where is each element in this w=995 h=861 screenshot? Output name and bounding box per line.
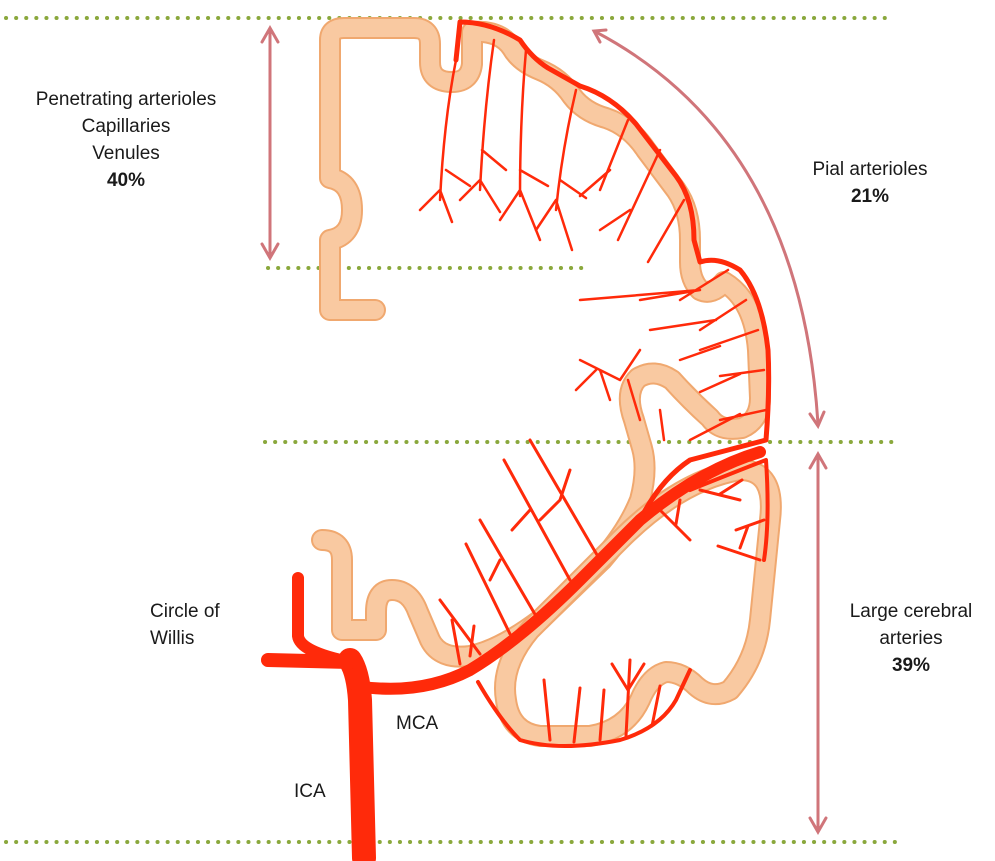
cortex-outline-fill [322, 28, 760, 657]
cortex-outline-edge [322, 28, 760, 657]
penetrating-label: Penetrating arterioles Capillaries Venul… [6, 86, 246, 194]
penetrating-arteriole [504, 460, 570, 580]
penetrating-arteriole [660, 410, 664, 440]
circle-of-willis-label: Circle of Willis [150, 598, 258, 652]
pial-label: Pial arterioles 21% [770, 156, 970, 210]
large-cerebral-label: Large cerebral arteries 39% [826, 598, 995, 679]
circle-of-willis-line1: Circle of [150, 598, 258, 625]
penetrating-label-line2: Capillaries [6, 113, 246, 140]
circle-of-willis-line2: Willis [150, 625, 258, 652]
mca-label: MCA [396, 710, 456, 737]
large-cerebral-line2: arteries [826, 625, 995, 652]
left-branch [268, 660, 350, 662]
cortex-band [322, 28, 771, 736]
double-headed-vertical-arrow-bottom [810, 454, 826, 832]
double-headed-vertical-arrow-top [262, 28, 278, 258]
penetrating-label-line3: Venules [6, 140, 246, 167]
ica-label: ICA [294, 778, 344, 805]
penetrating-label-line1: Penetrating arterioles [6, 86, 246, 113]
penetrating-percent: 40% [6, 167, 246, 194]
pial-right-side [456, 22, 769, 520]
penetrating-arteriole [648, 200, 684, 262]
pial-label-line1: Pial arterioles [770, 156, 970, 183]
large-cerebral-percent: 39% [826, 652, 995, 679]
penetrating-arteriole [680, 330, 758, 360]
penetrating-arteriole [480, 520, 536, 616]
large-cerebral-line1: Large cerebral [826, 598, 995, 625]
penetrating-arteriole [530, 440, 600, 560]
pial-percent: 21% [770, 183, 970, 210]
penetrating-arteriole [650, 300, 746, 330]
